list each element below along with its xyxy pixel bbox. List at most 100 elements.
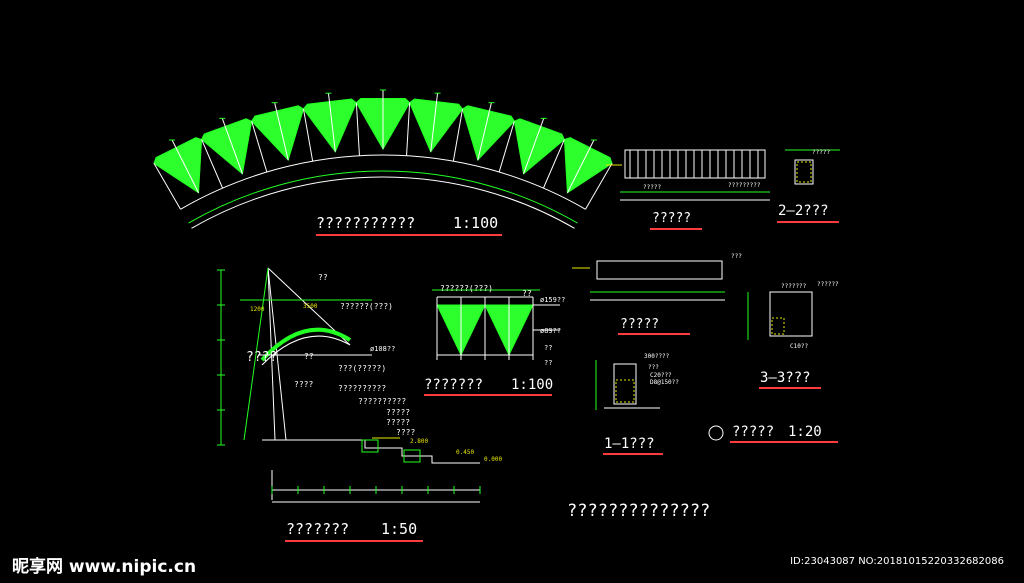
canopy-lower-chord xyxy=(180,154,586,210)
side-dim: 1200 xyxy=(250,306,265,313)
side-guy xyxy=(243,267,269,441)
canopy-baseline-arc xyxy=(191,176,575,229)
section-1-1-body xyxy=(613,363,637,405)
canopy-truss-post xyxy=(406,102,411,156)
side-dim: 2.800 xyxy=(410,438,429,445)
drawing-title: ?????????????? xyxy=(567,501,711,521)
canopy-membrane-panel xyxy=(563,137,613,194)
side-footing xyxy=(361,439,379,453)
canopy-dimension-arc xyxy=(188,170,578,224)
side-note: ????? xyxy=(386,418,411,427)
rail-plan-underline xyxy=(618,333,690,335)
canopy-mast xyxy=(430,93,439,152)
side-arch-beam xyxy=(261,335,351,366)
partial-note: ?? xyxy=(544,359,553,367)
detail-note-scale: 1:20 xyxy=(788,424,822,440)
section-note: C10?? xyxy=(790,343,809,350)
canopy-mast xyxy=(221,118,243,174)
canopy-membrane-panel xyxy=(200,118,253,175)
side-note: ???? xyxy=(246,350,278,365)
side-dim: 3500 xyxy=(303,303,318,310)
side-dim: ?? xyxy=(304,352,314,361)
detail-symbol-circle xyxy=(708,425,724,441)
section-note: D8@150?? xyxy=(650,379,679,386)
front-elevation-scale: 1:100 xyxy=(453,214,499,232)
side-note: ??????(???) xyxy=(340,302,393,311)
detail-note-title: ????? xyxy=(732,424,775,440)
side-elevation-title: ??????? xyxy=(286,520,350,538)
section-2-2-title: 2—2??? xyxy=(778,203,829,219)
canopy-mast xyxy=(171,139,199,193)
side-ground-steps xyxy=(338,439,480,464)
rail-plan-body xyxy=(596,260,723,280)
partial-elevation-scale: 1:100 xyxy=(511,377,554,393)
section-2-2-hatch xyxy=(796,161,812,183)
section-note: ??????? xyxy=(781,283,807,290)
canopy-membrane-panel xyxy=(513,118,566,175)
canopy-mast xyxy=(567,139,595,193)
canopy-truss-post xyxy=(498,121,515,173)
handrail-elevation-underline xyxy=(650,228,702,230)
rail-note: ????? xyxy=(643,184,662,191)
side-elevation-underline xyxy=(285,540,423,542)
side-dim: ø108?? xyxy=(370,345,396,353)
section-3-3-body xyxy=(769,291,813,337)
rail-plan-title: ????? xyxy=(620,317,660,332)
side-note: ?????????? xyxy=(338,384,387,393)
side-note: ?????????? xyxy=(358,397,407,406)
section-1-1-underline xyxy=(603,453,663,455)
canopy-membrane-panel xyxy=(302,98,357,153)
canopy-truss-post xyxy=(585,163,613,210)
section-2-2-underline xyxy=(777,221,839,223)
side-mast xyxy=(267,267,287,441)
watermark-id: ID:23043087 NO:20181015220332682086 xyxy=(790,556,1004,567)
section-3-3-underline xyxy=(759,387,821,389)
canopy-membrane-panel xyxy=(251,105,305,162)
canopy-mast xyxy=(477,102,492,161)
front-elevation-title: ??????????? xyxy=(316,214,416,232)
section-note: 300???? xyxy=(644,353,670,360)
section-2-2-body xyxy=(794,159,814,185)
canopy-truss-post xyxy=(452,108,464,162)
partial-note: ø159?? xyxy=(540,296,566,304)
section-note: ??? xyxy=(648,364,659,371)
partial-elevation-underline xyxy=(424,394,552,396)
section-3-3-hatch xyxy=(771,317,785,335)
canopy-membrane-panel xyxy=(461,105,515,162)
partial-note: ?? xyxy=(544,344,553,352)
canopy-mast xyxy=(274,102,289,161)
rail-note: ????????? xyxy=(728,182,761,189)
section-note: C20??? xyxy=(650,372,672,379)
canopy-mast xyxy=(327,93,336,152)
canopy-truss-post xyxy=(251,121,268,173)
side-note: ????? xyxy=(386,408,411,417)
canopy-truss-post xyxy=(355,102,360,156)
partial-note: ?? xyxy=(522,289,532,298)
side-elevation-scale: 1:50 xyxy=(381,520,418,538)
partial-elevation-title: ??????? xyxy=(424,377,484,393)
detail-note-underline xyxy=(730,441,838,443)
partial-note: ??????(???) xyxy=(440,284,493,293)
side-footing xyxy=(403,449,421,463)
side-note: ???(?????) xyxy=(338,364,387,373)
side-mast-inner xyxy=(267,267,276,441)
canopy-membrane-panel xyxy=(409,98,464,153)
handrail-frame xyxy=(624,149,766,179)
partial-note: ø89?? xyxy=(540,327,562,335)
section-3-3-title: 3—3??? xyxy=(760,370,811,386)
section-1-1-hatch xyxy=(615,379,635,403)
handrail-elevation-title: ????? xyxy=(652,211,692,226)
side-note: ???? xyxy=(396,428,416,437)
section-1-1-title: 1—1??? xyxy=(604,436,655,452)
side-membrane-arc xyxy=(260,327,352,362)
side-dim: 0.450 xyxy=(456,449,475,456)
rail-note: ????? xyxy=(812,149,831,156)
section-note: ?????? xyxy=(817,281,839,288)
canopy-truss-post xyxy=(302,108,314,162)
canopy-membrane-panel xyxy=(153,137,203,194)
front-elevation-underline xyxy=(316,234,502,236)
canopy-truss-post xyxy=(201,139,224,189)
rail-note: ??? xyxy=(731,253,742,260)
canopy-truss-post xyxy=(153,163,181,210)
